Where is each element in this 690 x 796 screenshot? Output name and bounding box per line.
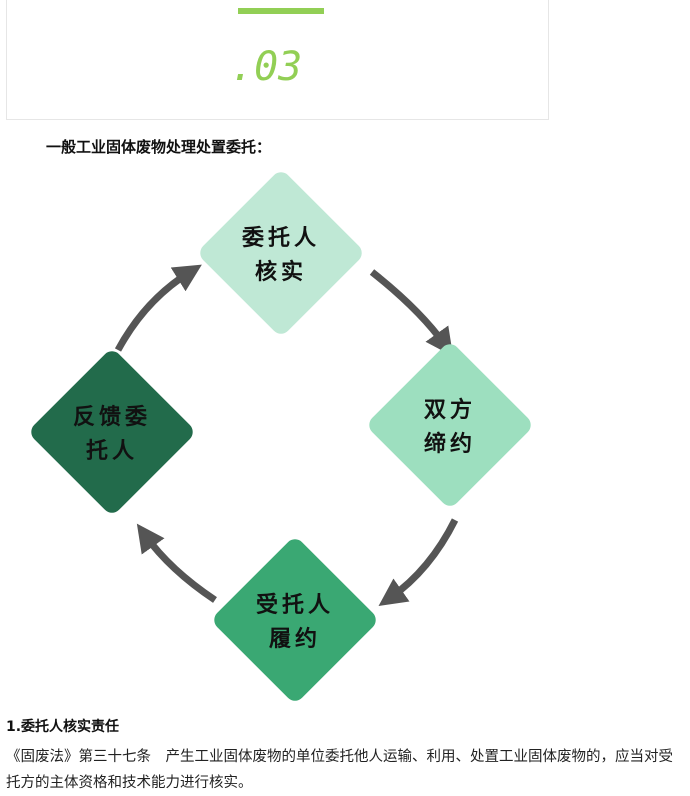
arrow-right-bottom: [378, 518, 459, 607]
heading: 一般工业固体废物处理处置委托：: [46, 138, 272, 156]
node-verify: 委托人核实: [200, 172, 362, 334]
section-number: .03: [230, 44, 303, 90]
section-number-card: [6, 0, 549, 120]
node-label: 缔约: [424, 431, 476, 457]
node-label: 履约: [269, 626, 321, 652]
node-label: 委托人: [242, 226, 320, 251]
diamond-shape: [214, 539, 376, 701]
node-label: 反馈委: [73, 404, 151, 430]
diamond-shape: [369, 344, 531, 506]
arrow-bottom-left: [136, 523, 217, 603]
diamond-shape: [31, 351, 193, 513]
node-label: 受托人: [256, 592, 334, 618]
accent-bar: [238, 8, 324, 14]
section-title: 1.委托人核实责任: [6, 719, 120, 735]
node-label: 核实: [255, 259, 307, 285]
arrow-top-right: [369, 269, 454, 357]
section-paragraph: 《固废法》第三十七条 产生工业固体废物的单位委托他人运输、利用、处置工业固体废物…: [6, 749, 673, 791]
node-label: 托人: [86, 439, 138, 464]
arrow-left-top: [114, 264, 202, 352]
diamond-shape: [200, 172, 362, 334]
node-label: 双方: [424, 397, 476, 423]
